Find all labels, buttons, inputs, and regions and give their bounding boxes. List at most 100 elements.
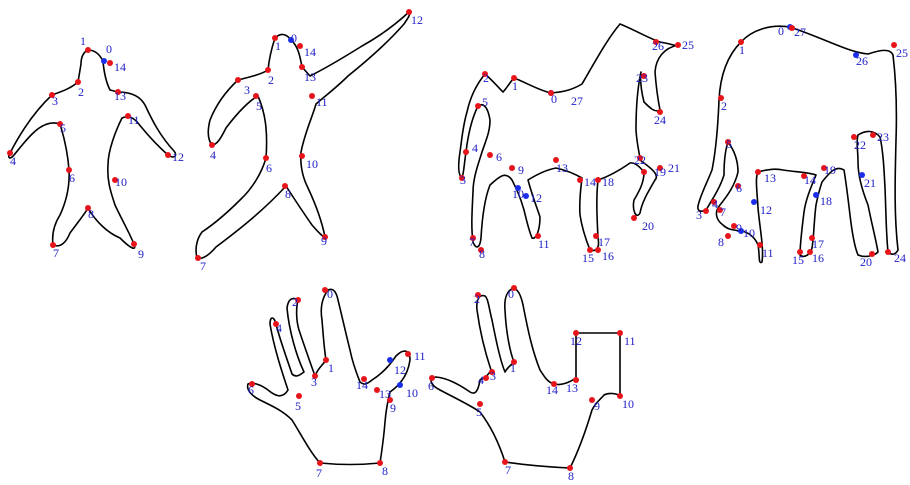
- human-waving-point-7: [195, 255, 201, 261]
- horse-label-23: 23: [636, 71, 648, 85]
- elephant-point-11: [757, 242, 763, 248]
- elephant-point-8: [725, 233, 731, 239]
- hand-open-point-4: [273, 321, 279, 327]
- elephant-point-10: [738, 228, 744, 234]
- hand-square-point-13: [573, 377, 579, 383]
- landmark-labels: 0123456789101112131401234567891011121314…: [10, 13, 908, 483]
- elephant-point-20: [869, 251, 875, 257]
- elephant-label-11: 11: [762, 246, 774, 260]
- human-standing-point-7: [50, 242, 56, 248]
- hand-square-point-1: [511, 359, 517, 365]
- elephant-label-3: 3: [696, 208, 702, 222]
- elephant-point-2: [718, 95, 724, 101]
- elephant-label-21: 21: [864, 176, 876, 190]
- hand-square-point-9: [589, 397, 595, 403]
- human-standing-label-9: 9: [138, 247, 144, 261]
- hand-open-point-0: [322, 287, 328, 293]
- elephant-label-27: 27: [794, 25, 806, 39]
- human-waving-label-11: 11: [316, 95, 328, 109]
- human-standing-label-12: 12: [172, 150, 184, 164]
- hand-open-point-6: [249, 381, 255, 387]
- human-standing-point-14: [107, 60, 113, 66]
- elephant-point-21: [859, 172, 865, 178]
- human-waving-point-8: [282, 183, 288, 189]
- elephant-point-17: [809, 235, 815, 241]
- human-waving-outline: [195, 11, 411, 260]
- human-waving-point-4: [209, 142, 215, 148]
- hand-square-outline: [430, 287, 621, 469]
- human-waving-label-1: 1: [275, 39, 281, 53]
- horse-label-17: 17: [598, 235, 610, 249]
- human-waving-label-8: 8: [285, 187, 291, 201]
- horse-point-12: [523, 193, 529, 199]
- hand-open-label-9: 9: [390, 401, 396, 415]
- hand-square-label-10: 10: [622, 397, 634, 411]
- hand-square-point-2: [475, 292, 481, 298]
- horse-label-11: 11: [538, 237, 550, 251]
- hand-square-label-7: 7: [505, 463, 511, 477]
- human-standing-point-0: [101, 58, 107, 64]
- horse-label-4: 4: [472, 141, 478, 155]
- elephant-label-19: 19: [824, 163, 836, 177]
- horse-point-7: [470, 235, 476, 241]
- human-waving-label-4: 4: [210, 148, 216, 162]
- human-standing-point-11: [125, 113, 131, 119]
- hand-open-label-2: 2: [292, 295, 298, 309]
- horse-label-14: 14: [584, 175, 596, 189]
- elephant-label-18: 18: [820, 194, 832, 208]
- elephant-point-25: [891, 42, 897, 48]
- human-waving-label-2: 2: [268, 73, 274, 87]
- horse-point-4: [463, 149, 469, 155]
- horse-point-3: [459, 175, 465, 181]
- horse-point-20: [631, 215, 637, 221]
- horse-point-17: [593, 233, 599, 239]
- hand-square-label-12: 12: [570, 334, 582, 348]
- elephant-label-7: 7: [720, 205, 726, 219]
- human-standing-point-6: [66, 167, 72, 173]
- elephant-label-14: 14: [804, 173, 816, 187]
- elephant-point-13: [755, 169, 761, 175]
- horse-label-12: 12: [530, 191, 542, 205]
- human-waving-label-7: 7: [200, 259, 206, 273]
- elephant-label-12: 12: [760, 203, 772, 217]
- horse-outline: [457, 23, 679, 252]
- human-waving-point-13: [299, 64, 305, 70]
- elephant-point-5: [725, 139, 731, 145]
- human-waving-point-9: [322, 234, 328, 240]
- horse-point-8: [478, 247, 484, 253]
- hand-square-label-9: 9: [594, 399, 600, 413]
- horse-point-11: [535, 233, 541, 239]
- hand-open-point-14: [361, 376, 367, 382]
- horse-point-10: [515, 185, 521, 191]
- elephant-label-8: 8: [718, 235, 724, 249]
- horse-label-22: 22: [634, 153, 646, 167]
- hand-open-point-8: [377, 460, 383, 466]
- human-standing-label-13: 13: [114, 89, 126, 103]
- hand-open-point-13: [374, 387, 380, 393]
- elephant-label-26: 26: [856, 54, 868, 68]
- hand-square-point-4: [483, 375, 489, 381]
- elephant-point-12: [751, 199, 757, 205]
- human-waving-label-14: 14: [304, 45, 316, 59]
- elephant-point-1: [738, 39, 744, 45]
- hand-open-label-13: 13: [379, 387, 391, 401]
- horse-label-19: 19: [654, 165, 666, 179]
- elephant-point-26: [853, 52, 859, 58]
- elephant-label-17: 17: [812, 237, 824, 251]
- horse-point-24: [657, 109, 663, 115]
- human-standing-point-4: [7, 150, 13, 156]
- horse-point-5: [475, 103, 481, 109]
- hand-open-point-11: [405, 351, 411, 357]
- elephant-label-2: 2: [721, 99, 727, 113]
- hand-open-label-1: 1: [328, 361, 334, 375]
- outlines: [8, 11, 899, 469]
- hand-open-point-1: [323, 357, 329, 363]
- horse-label-0: 0: [551, 92, 557, 106]
- elephant-point-22: [851, 134, 857, 140]
- human-standing-label-7: 7: [53, 246, 59, 260]
- human-waving-point-11: [309, 93, 315, 99]
- horse-point-14: [577, 177, 583, 183]
- elephant-label-6: 6: [736, 181, 742, 195]
- elephant-point-9: [731, 223, 737, 229]
- elephant-label-13: 13: [764, 171, 776, 185]
